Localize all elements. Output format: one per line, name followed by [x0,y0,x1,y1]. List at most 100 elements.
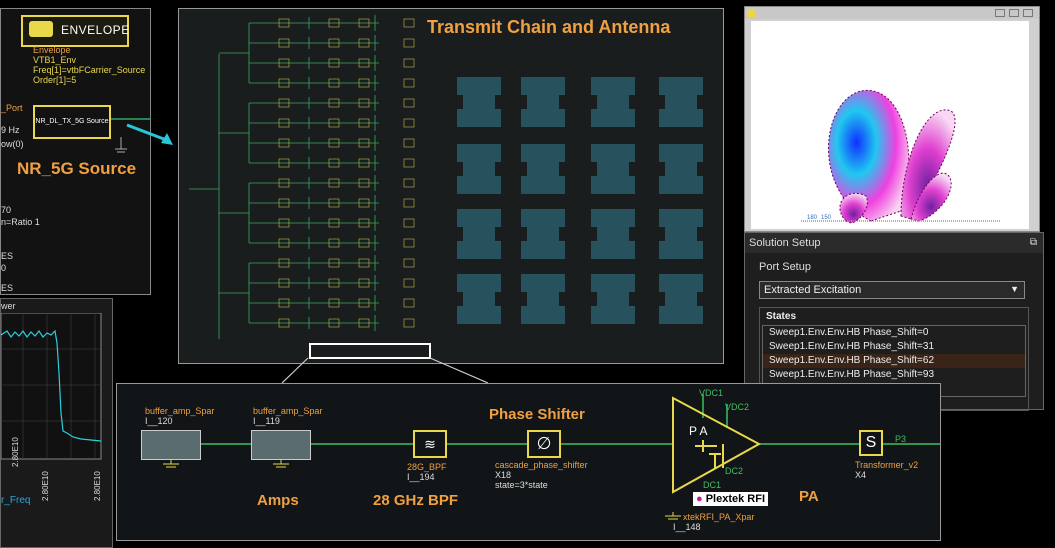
chain-component [278,278,290,288]
pa-id: I__148 [673,522,701,532]
maximize-icon[interactable] [1009,9,1019,17]
antenna-patch [457,77,501,127]
chain-component [278,298,290,308]
left-fragment: 70 [1,205,12,215]
detail-schematic-panel: buffer_amp_Spar I__120 buffer_amp_Spar I… [116,383,941,541]
chain-component [358,138,370,148]
undock-icon[interactable]: ⧉ [1029,237,1037,248]
chain-component [403,138,415,148]
envelope-icon [29,21,53,37]
close-icon[interactable] [1023,9,1033,17]
chevron-down-icon: ▼ [1010,284,1019,294]
chain-component [358,278,370,288]
chain-component [403,18,415,28]
phase-shifter-x: X18 [495,470,512,480]
chain-component [278,158,290,168]
bpf-symbol-icon[interactable]: ≋ [413,430,447,458]
chain-component [278,238,290,248]
states-box: Sweep1.Env.Env.HB Phase_Shift=0 Sweep1.E… [762,325,1026,397]
chain-component [328,318,340,328]
antenna-patch [659,209,703,259]
state-row[interactable]: Sweep1.Env.Env.HB Phase_Shift=93 [769,369,935,380]
chain-component [358,78,370,88]
chain-component [358,258,370,268]
spectrum-plot-panel: wer 2.80E10 2.80E10 2.80E10 r_Freq [0,298,113,548]
antenna-patch [521,77,565,127]
transformer-x: X4 [855,470,867,480]
antenna-patch [591,274,635,324]
envelope-line: Envelope [33,45,71,55]
pattern-tick: 180 [807,215,818,221]
chain-component [278,118,290,128]
chain-component [328,98,340,108]
chain-component [278,318,290,328]
nr-source-block[interactable]: NR_DL_TX_5G Source [33,105,111,139]
left-fragment: ES [1,283,14,293]
amp2-name: buffer_amp_Spar [253,406,323,416]
chain-component [328,238,340,248]
left-fragment: n=Ratio 1 [1,217,40,227]
chain-component [328,138,340,148]
port-p3: P3 [895,434,907,444]
chain-component [403,318,415,328]
chain-component [328,278,340,288]
state-row-selected[interactable]: Sweep1.Env.Env.HB Phase_Shift=62 [763,354,1025,368]
chain-component [328,18,340,28]
phase-shifter-icon[interactable]: ∅ [527,430,561,458]
pattern-canvas: 180 150 [751,21,1029,229]
dc1-label: DC1 [703,480,722,490]
pa-part: xtekRFI_PA_Xpar [683,512,755,522]
minimize-icon[interactable] [995,9,1005,17]
state-row[interactable]: Sweep1.Env.Env.HB Phase_Shift=0 [769,327,929,338]
antenna-patch [457,274,501,324]
excitation-select[interactable]: Extracted Excitation ▼ [759,281,1025,299]
antenna-patch [591,77,635,127]
chain-component [403,298,415,308]
amp2-id: I__119 [253,416,280,426]
envelope-component[interactable]: ENVELOPE [21,15,129,47]
port-fragment: _Port [1,103,23,113]
window-titlebar [745,7,1039,19]
chain-component [358,318,370,328]
plextek-icon: ● [696,493,703,505]
chain-component [278,258,290,268]
plot-xlabel: r_Freq [1,495,31,506]
chain-component [403,178,415,188]
bpf-name: 28G_BPF [407,462,447,472]
left-fragment: ES [1,251,14,261]
chain-component [403,278,415,288]
port-setup-label: Port Setup [759,261,811,273]
antenna-patch [457,209,501,259]
x-tick: 2.80E10 [11,437,20,467]
x-tick: 2.80E10 [41,471,50,501]
chain-component [403,78,415,88]
antenna-patch [659,77,703,127]
amp2-block[interactable] [251,430,311,460]
pa-symbol[interactable]: P A [689,424,708,438]
arrow-icon [126,123,173,145]
chain-component [403,118,415,128]
chain-component [328,38,340,48]
plextek-logo: ● Plextek RFI [693,492,769,506]
chain-component [403,238,415,248]
chain-component [358,98,370,108]
chain-component [358,158,370,168]
radiation-pattern-window: 180 150 [744,6,1040,232]
amp1-block[interactable] [141,430,201,460]
transformer-symbol[interactable]: S [859,430,883,456]
chain-component [278,78,290,88]
zoom-highlight-box[interactable] [309,343,431,359]
vdc2-label: VDC2 [725,402,750,412]
transmit-chain-panel: Transmit Chain and Antenna [178,8,724,364]
state-row[interactable]: Sweep1.Env.Env.HB Phase_Shift=31 [769,341,935,352]
amps-label: Amps [257,492,299,509]
solution-setup-header: Solution Setup ⧉ [745,233,1043,253]
left-fragment: 0 [1,263,7,273]
bpf-id: I__194 [407,472,435,482]
excitation-value: Extracted Excitation [764,284,862,296]
chain-component [278,218,290,228]
amp1-id: I__120 [145,416,173,426]
chain-component [358,118,370,128]
envelope-title: ENVELOPE [61,23,130,37]
envelope-line: VTB1_Env [33,55,77,65]
